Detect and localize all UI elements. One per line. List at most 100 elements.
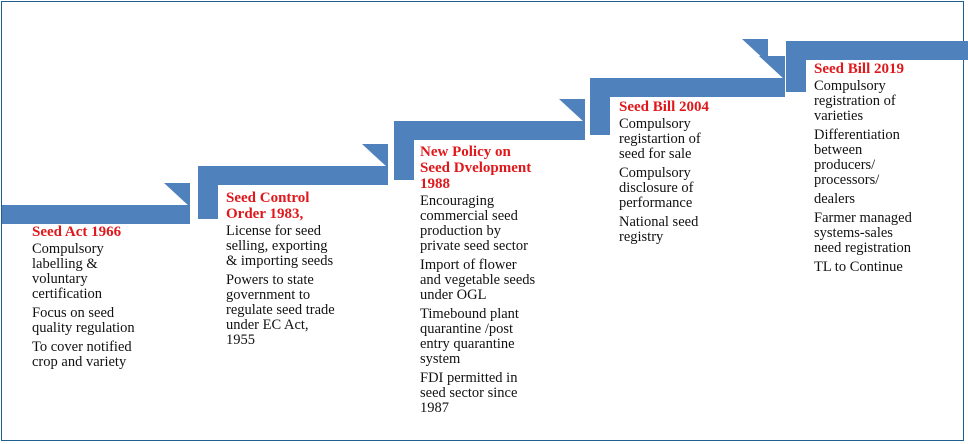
step-arm xyxy=(590,78,610,135)
text-line: private seed sector xyxy=(420,238,528,254)
step-items: Compulsory registartion of seed for sale… xyxy=(619,117,769,245)
text-line: need registration xyxy=(814,240,912,256)
list-item: TL to Continue xyxy=(814,260,962,275)
step-title: Seed Bill 2004 xyxy=(619,99,769,115)
step-items: License for seed selling, exporting & im… xyxy=(226,224,388,348)
title-line: Seed Dvelopment xyxy=(420,160,532,176)
list-item: License for seed selling, exporting & im… xyxy=(226,224,388,269)
list-item: Differentiation between producers/ proce… xyxy=(814,128,962,188)
text-line: registry xyxy=(619,229,664,245)
step-arm xyxy=(198,166,218,219)
list-item: Compulsory registartion of seed for sale xyxy=(619,117,769,162)
text-line: Encouraging xyxy=(420,193,495,209)
text-line: Import of flower xyxy=(420,257,517,273)
text-line: commercial seed xyxy=(420,208,518,224)
text-line: Compulsory xyxy=(32,241,104,257)
text-line: certification xyxy=(32,286,103,302)
step-seed-control-order-1983: Seed Control Order 1983, License for see… xyxy=(226,190,388,352)
list-item: dealers xyxy=(814,192,962,207)
text-line: varieties xyxy=(814,108,864,124)
step-bar xyxy=(590,78,785,97)
text-line: Differentiation xyxy=(814,127,900,143)
step-bar xyxy=(394,121,585,140)
title-line: Seed Act 1966 xyxy=(32,224,122,240)
step-arrowhead xyxy=(559,99,585,123)
list-item: Compulsory registration of varieties xyxy=(814,79,962,124)
step-seed-act-1966: Seed Act 1966 Compulsory labelling & vol… xyxy=(32,224,192,374)
step-bar xyxy=(786,41,968,60)
text-line: quality regulation xyxy=(32,320,135,336)
step-items: Compulsory labelling & voluntary certifi… xyxy=(32,242,192,370)
text-line: performance xyxy=(619,195,693,211)
step-seed-bill-2019: Seed Bill 2019 Compulsory registration o… xyxy=(814,61,962,279)
text-line: entry quarantine xyxy=(420,336,515,352)
text-line: FDI permitted in xyxy=(420,370,518,386)
text-line: Powers to state xyxy=(226,272,314,288)
list-item: Farmer managed systems-sales need regist… xyxy=(814,211,962,256)
step-title: Seed Bill 2019 xyxy=(814,61,962,77)
text-line: labelling & xyxy=(32,256,98,272)
text-line: TL to Continue xyxy=(814,259,903,275)
text-line: dealers xyxy=(814,191,856,207)
list-item: Timebound plant quarantine /post entry q… xyxy=(420,307,584,367)
text-line: regulate seed trade xyxy=(226,302,335,318)
step-title: New Policy on Seed Dvelopment 1988 xyxy=(420,144,584,192)
text-line: registration of xyxy=(814,93,896,109)
text-line: Compulsory xyxy=(619,165,691,181)
title-line: Seed Bill 2004 xyxy=(619,99,710,115)
text-line: & importing seeds xyxy=(226,253,334,269)
text-line: registartion of xyxy=(619,131,701,147)
step-new-policy-1988: New Policy on Seed Dvelopment 1988 Encou… xyxy=(420,144,584,420)
list-item: FDI permitted in seed sector since 1987 xyxy=(420,371,584,416)
text-line: Farmer managed xyxy=(814,210,912,226)
list-item: Focus on seed quality regulation xyxy=(32,306,192,336)
text-line: voluntary xyxy=(32,271,88,287)
text-line: Compulsory xyxy=(814,78,886,94)
step-seed-bill-2004: Seed Bill 2004 Compulsory registartion o… xyxy=(619,99,769,249)
list-item: Powers to state government to regulate s… xyxy=(226,273,388,348)
title-line: Seed Control xyxy=(226,190,310,206)
text-line: and vegetable seeds xyxy=(420,272,536,288)
text-line: National seed xyxy=(619,214,699,230)
text-line: government to xyxy=(226,287,311,303)
text-line: systems-sales xyxy=(814,225,893,241)
list-item: Encouraging commercial seed production b… xyxy=(420,194,584,254)
list-item: To cover notified crop and variety xyxy=(32,340,192,370)
list-item: Import of flower and vegetable seeds und… xyxy=(420,258,584,303)
text-line: crop and variety xyxy=(32,354,127,370)
title-line: Seed Bill 2019 xyxy=(814,61,905,77)
title-line: 1988 xyxy=(420,176,450,192)
text-line: system xyxy=(420,351,461,367)
text-line: under OGL xyxy=(420,287,487,303)
step-title: Seed Control Order 1983, xyxy=(226,190,388,222)
list-item: National seed registry xyxy=(619,215,769,245)
text-line: Focus on seed xyxy=(32,305,115,321)
text-line: under EC Act, xyxy=(226,317,309,333)
list-item: Compulsory disclosure of performance xyxy=(619,166,769,211)
step-arm xyxy=(394,121,414,180)
text-line: Compulsory xyxy=(619,116,691,132)
step-arrowhead xyxy=(759,56,785,80)
text-line: 1955 xyxy=(226,332,255,348)
step-arrowhead xyxy=(362,144,388,168)
title-line: Order 1983, xyxy=(226,206,304,222)
text-line: quarantine /post xyxy=(420,321,514,337)
title-line: New Policy on xyxy=(420,144,511,160)
step-bar xyxy=(198,166,388,185)
text-line: 1987 xyxy=(420,400,449,416)
step-arrowhead xyxy=(164,183,190,207)
text-line: production by xyxy=(420,223,501,239)
list-item: Compulsory labelling & voluntary certifi… xyxy=(32,242,192,302)
step-bar xyxy=(2,205,190,224)
text-line: disclosure of xyxy=(619,180,694,196)
text-line: between xyxy=(814,142,863,158)
text-line: To cover notified xyxy=(32,339,132,355)
step-title: Seed Act 1966 xyxy=(32,224,192,240)
text-line: Timebound plant xyxy=(420,306,519,322)
step-items: Encouraging commercial seed production b… xyxy=(420,194,584,416)
text-line: processors/ xyxy=(814,172,880,188)
step-items: Compulsory registration of varieties Dif… xyxy=(814,79,962,275)
text-line: selling, exporting xyxy=(226,238,328,254)
